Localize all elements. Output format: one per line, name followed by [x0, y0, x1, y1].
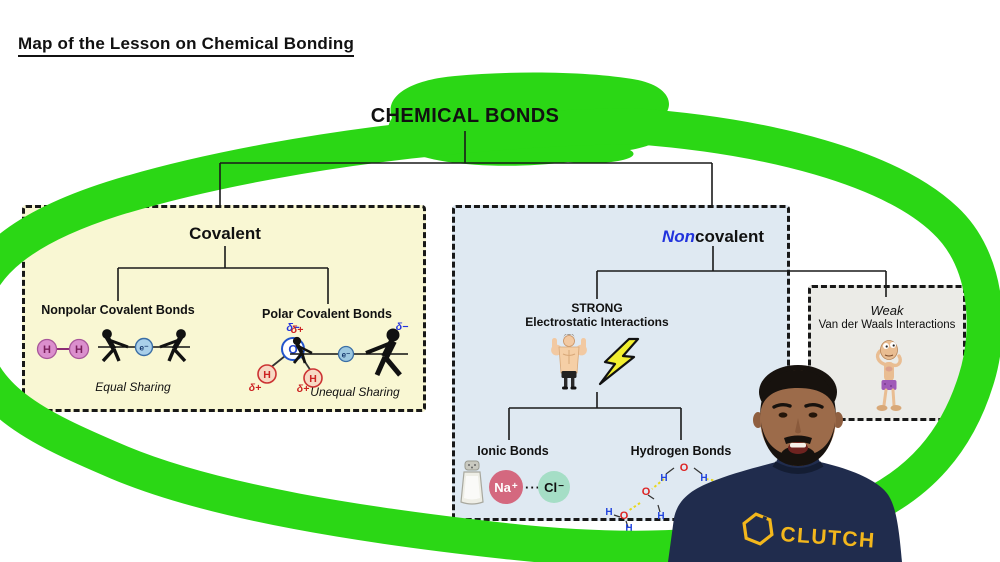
eye [778, 412, 788, 418]
sodium-charge: + [511, 480, 518, 492]
hydrogen-label: H [263, 369, 271, 381]
unequal-sharing-caption: Unequal Sharing [310, 385, 400, 399]
tug-of-war-equal-icon: e⁻ [98, 329, 190, 363]
sodium-ion-badge: Na+ [489, 470, 523, 504]
noncovalent-heading: Noncovalent [613, 227, 813, 247]
root-node-label: CHEMICAL BONDS [370, 105, 560, 127]
equal-sharing-caption: Equal Sharing [95, 380, 171, 394]
delta-plus-label: δ+ [291, 324, 304, 336]
muscle-man-icon [551, 334, 587, 390]
h-atom: H [625, 523, 632, 531]
strong-label-line2: Electrostatic Interactions [525, 315, 669, 329]
chloride-charge: − [558, 480, 564, 492]
chloride-label: Cl [544, 479, 558, 495]
instructor-figure: CLUTCH [668, 365, 902, 562]
h-atom-label: H [75, 344, 83, 356]
o-atom: O [620, 510, 629, 522]
eye [808, 412, 818, 418]
weak-label-line1: Weak [870, 303, 904, 318]
salt-shaker-icon [460, 460, 484, 505]
noncovalent-heading-rest: covalent [695, 227, 765, 246]
weak-label-line2: Van der Waals Interactions [818, 319, 956, 331]
delta-plus-label: δ+ [249, 382, 262, 393]
electron-label: e⁻ [139, 343, 149, 353]
covalent-heading: Covalent [189, 224, 261, 243]
h-atom-label: H [43, 344, 51, 356]
noncovalent-heading-accent: Non [661, 227, 696, 246]
h2-molecule-icon: H H [36, 338, 90, 360]
polar-label: Polar Covalent Bonds [262, 307, 392, 321]
sodium-label: Na [494, 479, 511, 495]
teeth [790, 443, 806, 448]
nonpolar-label: Nonpolar Covalent Bonds [41, 303, 195, 317]
lightning-icon [598, 337, 640, 386]
chloride-ion-badge: Cl− [538, 471, 570, 503]
page-title: Map of the Lesson on Chemical Bonding [18, 34, 355, 57]
electron-label: e⁻ [342, 351, 351, 360]
tug-of-war-unequal-icon: δ+ δ− e⁻ [290, 321, 408, 377]
h-atom: H [605, 507, 612, 518]
strong-label-line1: STRONG [571, 301, 623, 315]
ionic-bonds-label: Ionic Bonds [477, 444, 549, 458]
